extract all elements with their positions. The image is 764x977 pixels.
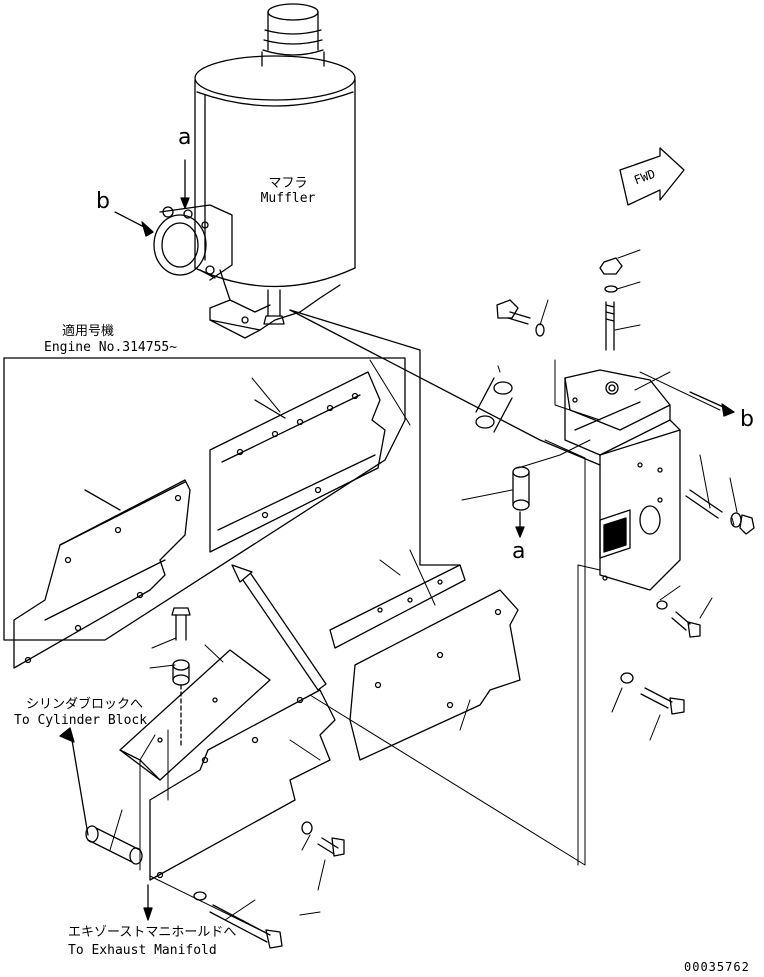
assembly-arrow: [231, 564, 327, 691]
bolt-collar-lower-left: [171, 607, 191, 746]
to-exhaust-manifold-en: To Exhaust Manifold: [68, 943, 217, 958]
bolt-mid: [656, 600, 701, 638]
shield-plate-right: [329, 564, 521, 761]
view-ref-a-bottom: a: [512, 539, 526, 564]
engine-no-label-en: Engine No.314755~: [44, 340, 178, 355]
engine-scope-box: [3, 357, 406, 641]
heat-shield-lower: [13, 479, 191, 669]
engine-no-label-jp: 適用号機: [62, 324, 115, 339]
muffler-label-en: Muffler: [260, 191, 316, 206]
leader-line: [289, 309, 461, 566]
fwd-arrow: [619, 147, 685, 206]
direction-arrows: [59, 727, 153, 921]
view-ref-a-top: a: [178, 125, 192, 150]
spacer-collars: [475, 377, 530, 538]
leader-line: [289, 309, 601, 466]
bolt-right: [685, 489, 755, 535]
to-exhaust-manifold-jp: エキゾーストマニホールドへ: [68, 925, 237, 940]
muffler-label-jp: マフラ: [268, 176, 308, 191]
to-cylinder-block-en: To Cylinder Block: [14, 713, 148, 728]
stud-nut-washer: [599, 257, 623, 351]
bolt-long-right: [620, 672, 685, 715]
heat-shield-upper: [209, 371, 386, 553]
drawing-number: 00035762: [684, 960, 750, 974]
arrowhead: [721, 403, 735, 417]
shield-plate-lower: [149, 689, 336, 881]
view-ref-arrows: [114, 159, 190, 237]
muffler-assembly: [153, 3, 356, 339]
leader-lines: [109, 249, 738, 931]
mounting-bracket: [564, 369, 681, 591]
to-cylinder-block-jp: シリンダブロックへ: [26, 697, 144, 712]
bolt-upper: [496, 299, 545, 337]
view-ref-b-left: b: [96, 189, 110, 214]
view-ref-b-right: b: [740, 407, 754, 432]
